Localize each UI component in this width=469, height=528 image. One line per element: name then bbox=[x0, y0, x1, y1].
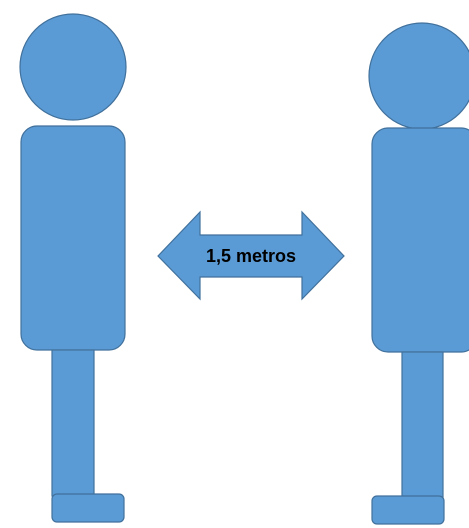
distance-label: 1,5 metros bbox=[206, 246, 296, 266]
person-left-torso bbox=[21, 126, 125, 350]
person-right-torso bbox=[372, 128, 469, 352]
person-right-head bbox=[369, 23, 469, 129]
person-right-leg bbox=[402, 352, 443, 498]
distance-arrow: 1,5 metros bbox=[158, 212, 344, 299]
person-left-leg bbox=[52, 350, 94, 496]
person-left-head bbox=[20, 14, 126, 120]
person-right bbox=[369, 23, 469, 524]
person-right-foot bbox=[372, 496, 444, 524]
person-left bbox=[20, 14, 126, 522]
person-left-foot bbox=[52, 494, 124, 522]
